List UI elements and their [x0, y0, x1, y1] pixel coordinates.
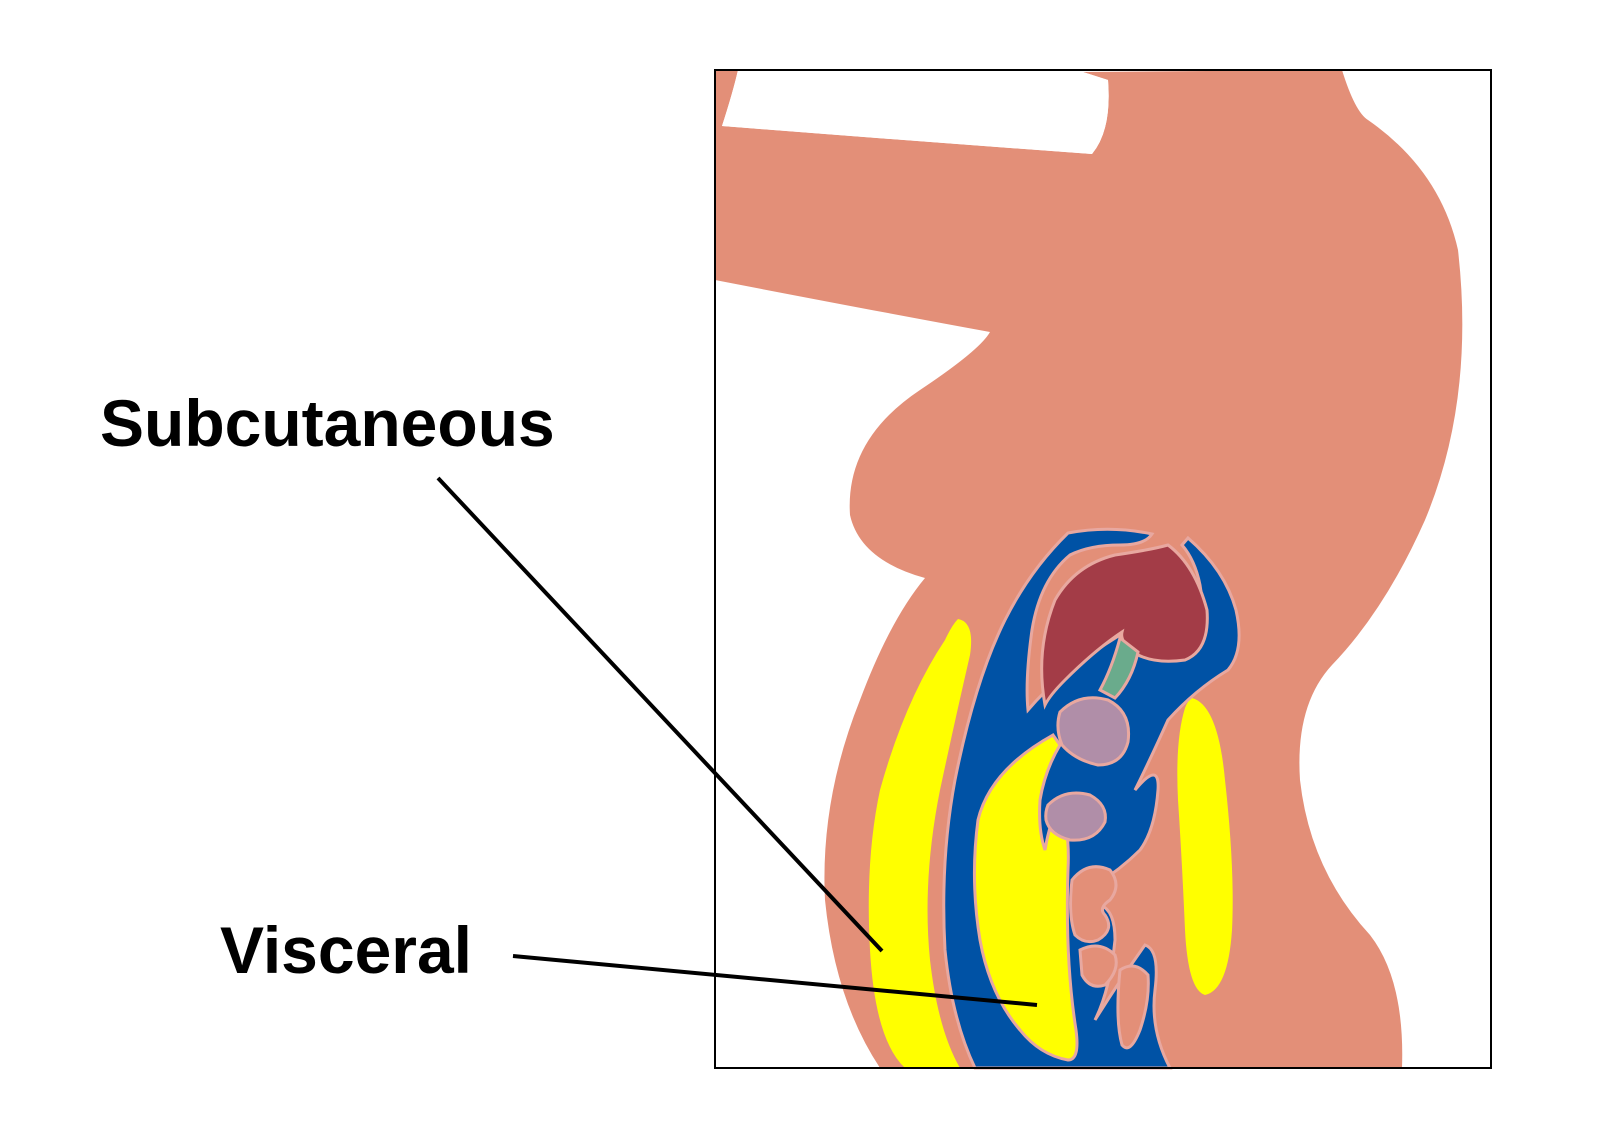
intestinal-loop-1 — [1069, 865, 1118, 944]
visceral-fat — [972, 733, 1079, 1062]
arm-gap — [722, 70, 1109, 154]
liver — [1040, 543, 1209, 710]
subcutaneous-fat-back — [1177, 698, 1233, 995]
visceral-label: Visceral — [220, 913, 472, 987]
intestinal-loop-3 — [1116, 964, 1150, 1050]
kidney-lower — [1044, 791, 1107, 842]
diagram-frame — [714, 69, 1492, 1069]
subcutaneous-leader-line — [436, 476, 884, 953]
kidney-upper — [1056, 696, 1131, 767]
ureter — [1097, 635, 1140, 700]
intestinal-loop-2 — [1078, 944, 1118, 988]
subcutaneous-fat-front — [868, 619, 972, 1068]
visceral-leader-line — [512, 954, 1038, 1007]
subcutaneous-label: Subcutaneous — [100, 386, 555, 460]
